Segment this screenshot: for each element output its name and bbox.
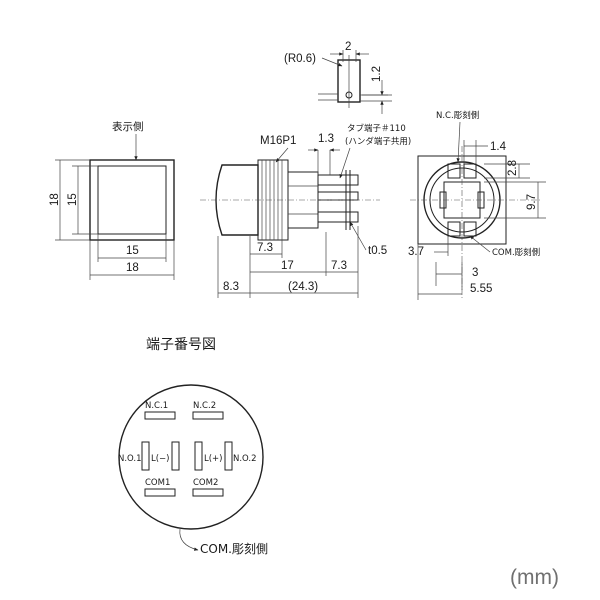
tab-terminal-label: タブ端子＃110	[347, 123, 406, 134]
top-detail: 2 (R0.6) 1.2	[284, 41, 392, 114]
nc-side-label: N.C.彫刻側	[436, 110, 479, 121]
nc1-label: N.C.1	[145, 401, 168, 411]
com1-terminal	[144, 488, 176, 497]
dim-9-7-text: 9.7	[526, 194, 538, 210]
dim-8-3-text: 8.3	[223, 281, 239, 293]
front-inner-square	[97, 165, 167, 235]
tab-label-leader	[339, 147, 351, 179]
dim-3-7-text: 3.7	[408, 246, 424, 258]
thickness-text: t0.5	[368, 245, 387, 257]
com2-label: COM2	[193, 478, 218, 488]
side-tab-middle	[317, 191, 359, 201]
tab-dim-text: 1.3	[318, 133, 334, 145]
thread-label: M16P1	[260, 135, 296, 147]
nc2-label: N.C.2	[193, 401, 216, 411]
thread-leader	[275, 147, 289, 163]
com-side-leader-terminal	[179, 528, 199, 551]
front-height-outer: 18	[49, 193, 61, 206]
dim-1-4-text: 1.4	[490, 141, 507, 153]
solder-terminal-label: (ハンダ端子共用)	[345, 136, 411, 147]
radius-text: (R0.6)	[284, 53, 316, 65]
dim-7-3b-text: 7.3	[331, 260, 347, 272]
no2-terminal	[224, 441, 233, 471]
terminal-diagram: 端子番号図 N.C.1 N.C.2 N.O.1 L(−) L(+) N.O.2 …	[118, 337, 268, 556]
dim-2-text: 2	[345, 41, 351, 53]
com2-terminal	[192, 488, 224, 497]
lminus-label: L(−)	[151, 454, 170, 464]
com-side-label: COM.彫刻側	[492, 247, 540, 258]
front-width-outer: 18	[126, 262, 139, 274]
dim-3-text: 3	[472, 267, 478, 279]
no1-terminal	[141, 441, 150, 471]
lplus-label: L(+)	[204, 454, 223, 464]
side-cap	[215, 164, 259, 236]
rear-tab-bottom-right	[463, 221, 477, 237]
side-bezel	[257, 159, 289, 241]
rear-tab-bottom-left	[447, 221, 461, 237]
dim-2-8-text: 2.8	[507, 160, 519, 176]
unit-label: (mm)	[510, 566, 559, 589]
terminal-circle	[118, 384, 264, 530]
radius-leader	[321, 57, 343, 67]
terminal-diagram-title: 端子番号図	[146, 337, 216, 353]
nc2-terminal	[192, 411, 224, 420]
rear-tab-top-left	[447, 163, 461, 179]
rear-view: N.C.彫刻側 1.4 2.8 9.7 3.7 COM.彫刻側 3 5.55	[408, 110, 546, 300]
nc-side-leader	[456, 121, 461, 163]
dim-1-2-text: 1.2	[371, 66, 383, 82]
dim-7-3a-text: 7.3	[257, 242, 273, 254]
nc1-terminal	[144, 411, 176, 420]
front-outer-square	[89, 159, 175, 241]
display-side-label: 表示側	[112, 120, 144, 133]
side-view: M16P1 1.3 タブ端子＃110 (ハンダ端子共用) t0.5 7.3 17…	[200, 123, 411, 298]
dim-5-55-text: 5.55	[470, 283, 492, 295]
front-height-inner: 15	[67, 193, 79, 206]
no2-label: N.O.2	[233, 454, 257, 464]
side-tab-upper	[317, 174, 359, 186]
no1-label: N.O.1	[118, 454, 142, 464]
dim-24-3-text: (24.3)	[288, 281, 318, 293]
lminus-terminal	[171, 441, 180, 471]
tab-tip-hole	[345, 91, 353, 99]
com1-label: COM1	[145, 478, 170, 488]
side-tab-lower	[317, 211, 359, 223]
dim-17-text: 17	[281, 260, 294, 272]
front-width-inner: 15	[126, 245, 139, 257]
front-view: 表示側 18 15 15 18	[49, 120, 175, 280]
rear-tab-top-right	[463, 163, 477, 179]
com-side-terminal-label: COM.彫刻側	[200, 542, 268, 556]
lplus-terminal	[194, 441, 203, 471]
com-side-leader	[469, 235, 491, 253]
